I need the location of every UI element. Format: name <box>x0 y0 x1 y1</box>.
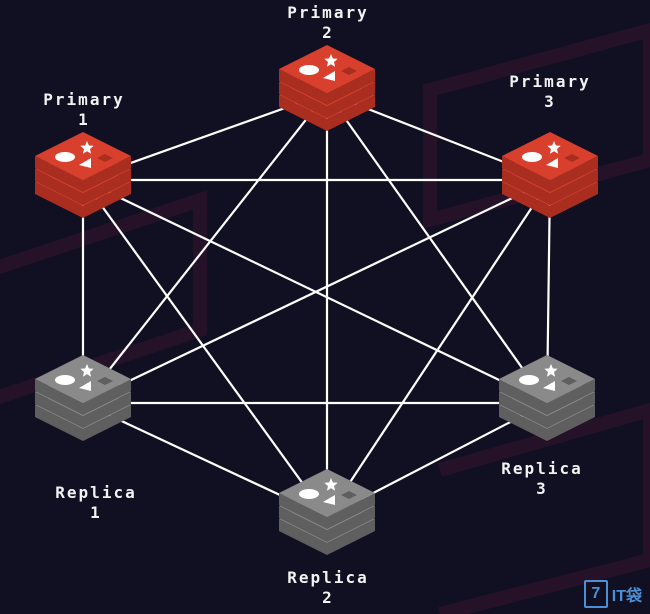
node-label-number: 3 <box>536 479 548 498</box>
database-icon <box>522 141 580 168</box>
node-label-name: Replica <box>287 568 369 587</box>
node-label-primary-3: Primary 3 <box>490 72 610 112</box>
node-label-number: 2 <box>322 23 334 42</box>
node-label-number: 2 <box>322 588 334 607</box>
node-label-name: Replica <box>501 459 583 478</box>
node-label-name: Replica <box>55 483 137 502</box>
database-icon <box>55 141 113 168</box>
node-replica-2 <box>279 469 375 555</box>
database-icon <box>299 54 357 81</box>
database-icon <box>55 364 113 391</box>
node-label-primary-1: Primary 1 <box>24 90 144 130</box>
node-label-name: Primary <box>509 72 591 91</box>
database-icon <box>299 478 357 505</box>
edge-primary-1-replica-2 <box>82 179 328 518</box>
edge-primary-3-replica-1 <box>82 179 551 404</box>
database-icon <box>519 364 577 391</box>
node-label-number: 1 <box>78 110 90 129</box>
node-label-number: 1 <box>90 503 102 522</box>
node-label-name: Primary <box>43 90 125 109</box>
node-label-name: Primary <box>287 3 369 22</box>
nodes <box>35 45 598 555</box>
watermark: 7 IT袋 <box>583 580 642 608</box>
node-replica-1 <box>35 355 131 441</box>
node-replica-3 <box>499 355 595 441</box>
node-label-replica-2: Replica 2 <box>268 568 388 608</box>
node-label-replica-3: Replica 3 <box>482 459 602 499</box>
node-label-primary-2: Primary 2 <box>268 3 388 43</box>
node-primary-1 <box>35 132 131 218</box>
it-logo-icon: 7 <box>583 580 608 608</box>
watermark-text: IT袋 <box>611 588 642 605</box>
node-label-replica-1: Replica 1 <box>36 483 156 523</box>
node-label-number: 3 <box>544 92 556 111</box>
node-primary-3 <box>502 132 598 218</box>
edge-primary-2-replica-3 <box>326 92 548 404</box>
edge-primary-3-replica-2 <box>326 179 551 518</box>
node-primary-2 <box>279 45 375 131</box>
edge-primary-2-replica-1 <box>82 92 328 404</box>
